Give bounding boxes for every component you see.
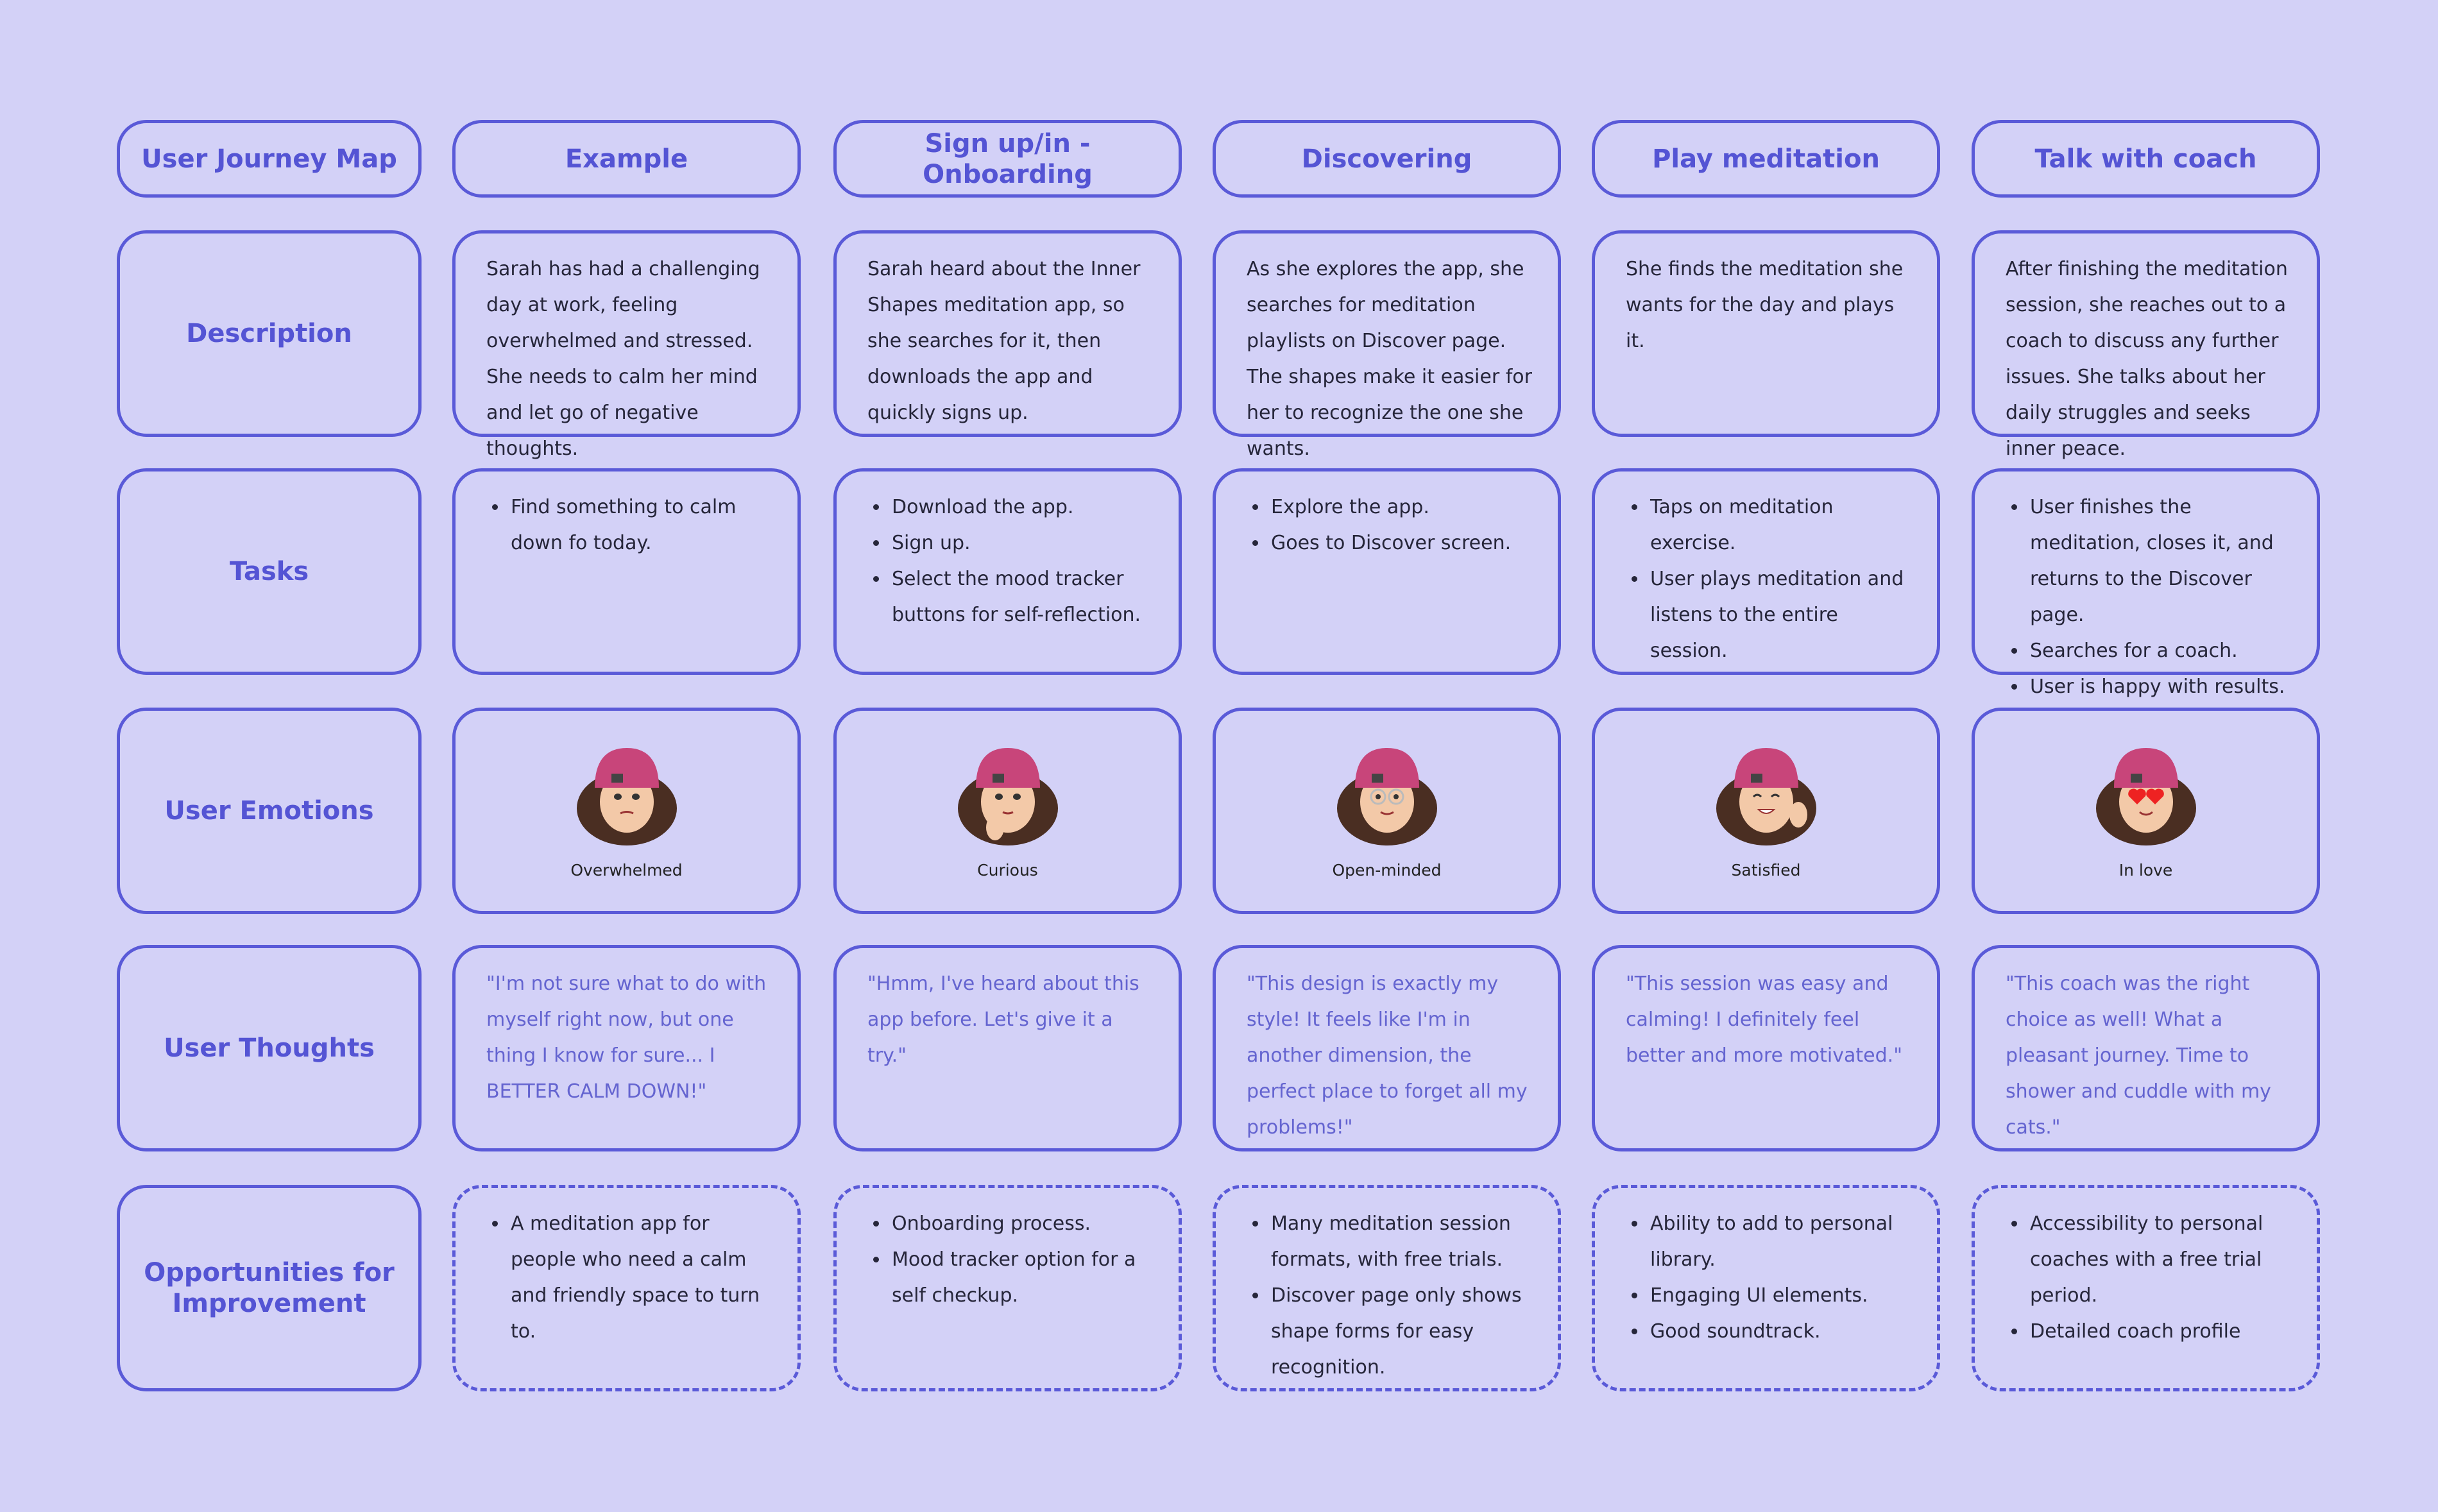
avatar-in-love-icon [2088, 711, 2204, 856]
task-list: User finishes the meditation, closes it,… [2006, 489, 2291, 705]
avatar-open-minded-icon [1329, 711, 1445, 856]
opportunity-item: Good soundtrack. [1648, 1314, 1911, 1350]
description-card: After finishing the meditation session, … [1972, 230, 2320, 460]
tasks-card: Explore the app.Goes to Discover screen. [1213, 468, 1561, 675]
thought-card: "This session was easy and calming! I de… [1592, 945, 1940, 1151]
opportunity-list: Accessibility to personal coaches with a… [2006, 1206, 2291, 1350]
description-card: She finds the meditation she wants for t… [1592, 230, 1940, 437]
description-card: Sarah has had a challenging day at work,… [452, 230, 801, 460]
task-item: Taps on meditation exercise. [1648, 489, 1911, 561]
emotion-card: Overwhelmed [452, 708, 801, 914]
opportunity-item: Detailed coach profile [2027, 1314, 2291, 1350]
task-item: Goes to Discover screen. [1268, 525, 1532, 561]
opportunity-card: Onboarding process.Mood tracker option f… [833, 1185, 1182, 1391]
opportunity-item: Engaging UI elements. [1648, 1278, 1911, 1314]
opportunity-card: Ability to add to personal library.Engag… [1592, 1185, 1940, 1391]
row-label: User Emotions [117, 708, 422, 914]
row-label: Description [117, 230, 422, 437]
opportunity-card: A meditation app for people who need a c… [452, 1185, 801, 1391]
emotion-label: In love [2118, 861, 2173, 879]
opportunity-item: Many meditation session formats, with fr… [1268, 1206, 1532, 1278]
thought-card: "I'm not sure what to do with myself rig… [452, 945, 801, 1151]
opportunity-list: A meditation app for people who need a c… [486, 1206, 772, 1350]
thought-card: "This design is exactly my style! It fee… [1213, 945, 1561, 1151]
emotion-label: Curious [977, 861, 1038, 879]
opportunity-item: Accessibility to personal coaches with a… [2027, 1206, 2291, 1314]
opportunity-item: Discover page only shows shape forms for… [1268, 1278, 1532, 1386]
task-item: Explore the app. [1268, 489, 1532, 525]
opportunity-list: Onboarding process.Mood tracker option f… [867, 1206, 1153, 1314]
avatar-satisfied-icon [1709, 711, 1824, 856]
tasks-card: Download the app.Sign up.Select the mood… [833, 468, 1182, 675]
emotion-card: Satisfied [1592, 708, 1940, 914]
stage-header[interactable]: Sign up/in - Onboarding [833, 120, 1182, 198]
opportunity-card: Many meditation session formats, with fr… [1213, 1185, 1561, 1391]
opportunity-list: Ability to add to personal library.Engag… [1626, 1206, 1911, 1350]
avatar-overwhelmed-icon [569, 711, 685, 856]
emotion-label: Satisfied [1731, 861, 1801, 879]
avatar-curious-icon [950, 711, 1066, 856]
thought-card: "This coach was the right choice as well… [1972, 945, 2320, 1151]
description-card: As she explores the app, she searches fo… [1213, 230, 1561, 460]
emotion-card: Curious [833, 708, 1182, 914]
opportunity-item: Ability to add to personal library. [1648, 1206, 1911, 1278]
stage-header[interactable]: Discovering [1213, 120, 1561, 198]
opportunity-item: Onboarding process. [889, 1206, 1153, 1242]
emotion-card: Open-minded [1213, 708, 1561, 914]
task-item: User finishes the meditation, closes it,… [2027, 489, 2291, 633]
task-item: Sign up. [889, 525, 1153, 561]
thought-card: "Hmm, I've heard about this app before. … [833, 945, 1182, 1151]
task-item: Find something to calm down fo today. [508, 489, 772, 561]
opportunity-card: Accessibility to personal coaches with a… [1972, 1185, 2320, 1391]
opportunity-item: Mood tracker option for a self checkup. [889, 1242, 1153, 1314]
row-label: Opportunities for Improvement [117, 1185, 422, 1391]
task-item: User plays meditation and listens to the… [1648, 561, 1911, 669]
row-label: User Thoughts [117, 945, 422, 1151]
row-label: Tasks [117, 468, 422, 675]
map-title: User Journey Map [117, 120, 422, 198]
description-card: Sarah heard about the Inner Shapes medit… [833, 230, 1182, 437]
opportunity-item: A meditation app for people who need a c… [508, 1206, 772, 1350]
opportunity-list: Many meditation session formats, with fr… [1247, 1206, 1532, 1386]
task-item: Download the app. [889, 489, 1153, 525]
tasks-card: User finishes the meditation, closes it,… [1972, 468, 2320, 698]
task-list: Explore the app.Goes to Discover screen. [1247, 489, 1532, 561]
stage-header[interactable]: Talk with coach [1972, 120, 2320, 198]
tasks-card: Taps on meditation exercise.User plays m… [1592, 468, 1940, 675]
stage-header[interactable]: Play meditation [1592, 120, 1940, 198]
stage-header[interactable]: Example [452, 120, 801, 198]
emotion-label: Open-minded [1332, 861, 1442, 879]
task-item: User is happy with results. [2027, 669, 2291, 705]
emotion-label: Overwhelmed [570, 861, 683, 879]
task-item: Select the mood tracker buttons for self… [889, 561, 1153, 633]
task-list: Taps on meditation exercise.User plays m… [1626, 489, 1911, 669]
tasks-card: Find something to calm down fo today. [452, 468, 801, 675]
emotion-card: In love [1972, 708, 2320, 914]
task-item: Searches for a coach. [2027, 633, 2291, 669]
task-list: Download the app.Sign up.Select the mood… [867, 489, 1153, 633]
task-list: Find something to calm down fo today. [486, 489, 772, 561]
